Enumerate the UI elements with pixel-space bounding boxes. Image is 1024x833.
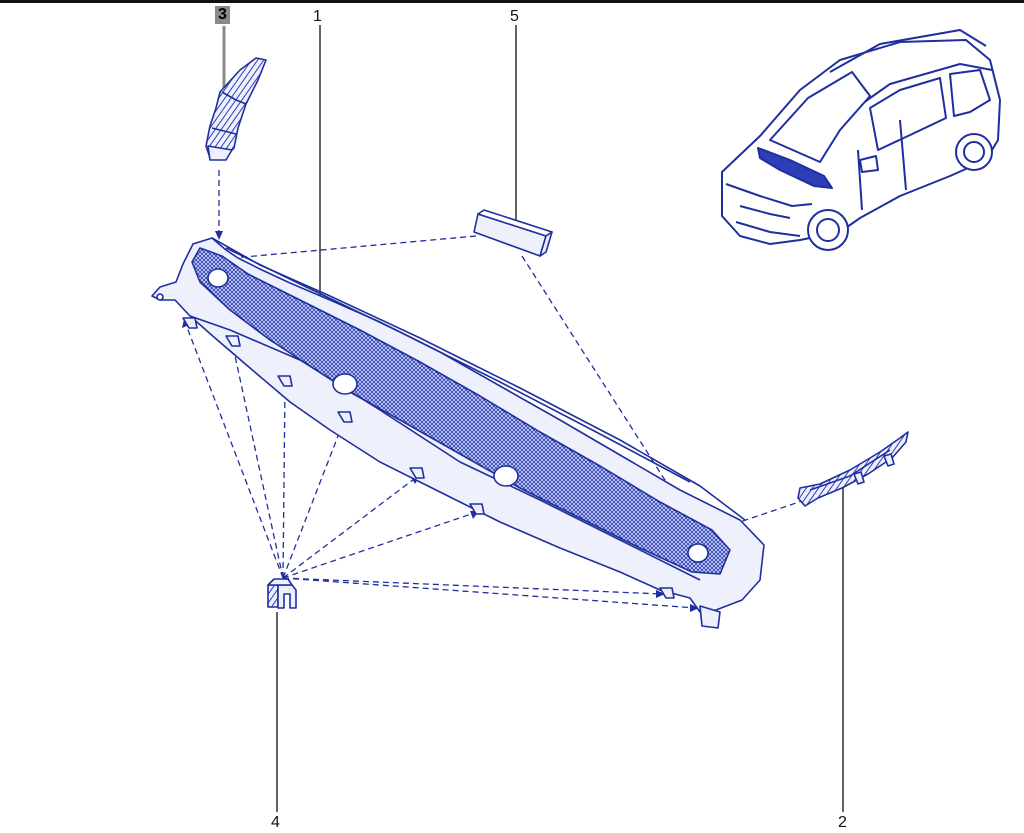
part-5-foam-seal bbox=[473, 209, 553, 257]
part-4-retaining-clip bbox=[267, 578, 297, 609]
callout-2: 2 bbox=[838, 814, 847, 831]
callout-1: 1 bbox=[313, 8, 322, 25]
vehicle-thumbnail bbox=[721, 29, 1001, 251]
assembly-lines bbox=[184, 170, 806, 609]
callout-4: 4 bbox=[271, 814, 280, 831]
top-rule bbox=[0, 0, 1024, 3]
leader-lines bbox=[222, 25, 844, 812]
part-2-right-side-trim bbox=[797, 431, 909, 507]
callout-3: 3 bbox=[215, 6, 230, 24]
part-1-cowl-panel bbox=[151, 237, 765, 629]
callout-5: 5 bbox=[510, 8, 519, 25]
part-3-left-side-trim bbox=[205, 57, 267, 161]
